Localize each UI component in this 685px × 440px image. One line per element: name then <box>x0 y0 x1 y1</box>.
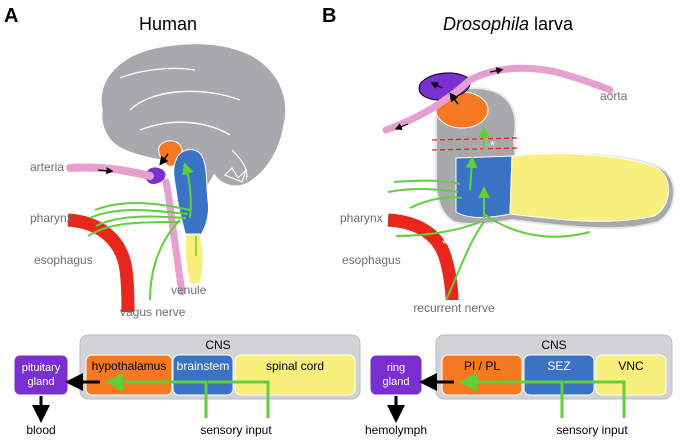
box-spinal-cord <box>234 354 356 396</box>
label-esophagus-b: esophagus <box>342 253 401 267</box>
label-esophagus-a: esophagus <box>34 253 93 267</box>
label-arteria: arteria <box>30 160 64 174</box>
gland-label-b-2: gland <box>383 376 410 388</box>
input-label-b: sensory input <box>556 423 628 437</box>
human-spinal-cord <box>184 233 204 285</box>
cns-label-b: CNS <box>541 338 566 352</box>
label-pharynx-a: pharynx <box>30 211 73 225</box>
human-gut <box>67 213 135 313</box>
box-spinal-cord-label: spinal cord <box>266 359 324 373</box>
box-hypothalamus-label: hypothalamus <box>92 359 167 373</box>
sensory-path-a-1 <box>105 373 208 418</box>
larva-aorta <box>382 64 614 134</box>
label-vagus-nerve: vagus nerve <box>120 305 186 319</box>
larva-schematic: CNS PI / PL SEZ VNC ring gland hemolymph… <box>365 334 673 437</box>
box-brainstem-label: brainstem <box>177 359 230 373</box>
larva-arrow-aorta <box>394 123 409 131</box>
larva-arrow-gland <box>449 92 459 105</box>
output-label-a: blood <box>26 423 55 437</box>
human-arteria <box>66 163 154 180</box>
sensory-path-b-2 <box>564 380 626 418</box>
gland-label-a-1: pituitary <box>22 362 61 374</box>
label-recurrent-nerve: recurrent nerve <box>413 301 495 315</box>
box-pi-pl-label: PI / PL <box>464 359 500 373</box>
gland-box-b <box>369 354 423 396</box>
output-label-b: hemolymph <box>365 423 427 437</box>
input-label-a: sensory input <box>200 423 272 437</box>
label-aorta: aorta <box>600 89 628 103</box>
box-sez-label: SEZ <box>547 359 570 373</box>
larva-arrow-ringgland <box>430 82 443 89</box>
sensory-path-a-2 <box>208 380 270 418</box>
human-schematic: CNS hypothalamus brainstem spinal cord p… <box>13 334 361 437</box>
human-arrow-hypothalamus <box>159 153 169 166</box>
human-vagus-nerve <box>87 162 197 301</box>
box-sez <box>523 354 595 396</box>
label-venule: venule <box>171 283 207 297</box>
human-arrow-arteria <box>97 167 114 175</box>
larva-asterisk-brain: * <box>490 138 495 153</box>
box-brainstem <box>172 354 234 396</box>
box-vnc-label: VNC <box>618 359 644 373</box>
panel-b-title-rest: larva <box>529 14 574 34</box>
gland-box-a <box>13 354 69 396</box>
panel-a-title: Human <box>139 14 197 34</box>
panel-b-letter: B <box>322 5 336 27</box>
panel-b-title: Drosophila larva <box>443 14 574 34</box>
larva-recurrent-nerve <box>387 126 591 301</box>
box-vnc <box>595 354 667 396</box>
gland-label-b-1: ring <box>387 362 405 374</box>
panel-b-title-italic: Drosophila <box>443 14 529 34</box>
larva-asterisk-gut: * <box>442 237 447 251</box>
cns-label-a: CNS <box>205 338 230 352</box>
label-pharynx-b: pharynx <box>340 211 383 225</box>
larva-arrow-aorta2 <box>489 67 504 75</box>
gland-label-a-2: gland <box>28 376 55 388</box>
sensory-path-b-1 <box>459 373 564 418</box>
human-venule <box>162 178 186 296</box>
panel-a-letter: A <box>4 5 18 27</box>
